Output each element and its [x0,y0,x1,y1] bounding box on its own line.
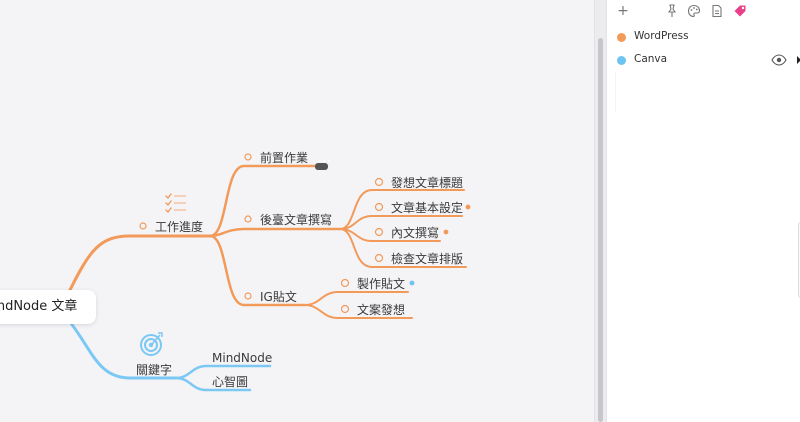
mindmap-canvas[interactable]: ••• MindNode 文章 工作進度 前置作業 後臺文章撰寫 IG貼文 發想… [0,0,594,422]
node-backend-writing[interactable]: 後臺文章撰寫 [260,213,333,227]
node-keywords[interactable]: 關鍵字 [136,363,173,377]
node-backend-child[interactable]: 文章基本設定 [391,201,464,215]
tag-color-dot [617,56,626,65]
node-keyword-child[interactable]: MindNode [212,351,273,365]
eye-icon[interactable] [771,54,787,66]
tag-color-dot [617,33,626,42]
node-backend-child[interactable]: 檢查文章排版 [391,252,464,266]
node-ig-child[interactable]: 製作貼文 [357,277,406,291]
root-node[interactable]: MindNode 文章 [0,290,96,324]
tag-row-canva[interactable]: Canva [607,51,800,71]
node-ig-child[interactable]: 文案發想 [357,303,406,317]
root-node-label: MindNode 文章 [0,299,78,314]
node-keyword-child[interactable]: 心智圖 [212,375,249,389]
pin-icon[interactable] [665,4,679,18]
node-backend-child[interactable]: 內文撰寫 [391,226,440,240]
node-work-progress[interactable]: 工作進度 [155,220,204,234]
divider [615,72,616,112]
mindmap-branches [68,153,471,392]
tag-label: Canva [634,53,668,65]
tag-icon[interactable] [733,4,747,18]
tag-label: WordPress [634,30,689,42]
tags-sidebar: + WordPress Canva [606,0,800,422]
tag-row-wordpress[interactable]: WordPress [607,28,800,48]
scrollbar-thumb[interactable] [598,38,603,422]
sidebar-resize-handle[interactable] [798,222,800,298]
checklist-icon [165,193,186,213]
node-prework[interactable]: 前置作業 [260,151,309,165]
palette-icon[interactable] [687,4,701,18]
target-icon [140,332,163,356]
row-arrow-icon[interactable] [797,56,800,64]
vertical-scrollbar[interactable] [594,0,607,422]
document-icon[interactable] [710,4,724,18]
node-backend-child[interactable]: 發想文章標題 [391,176,464,190]
plus-icon[interactable]: + [617,3,629,19]
node-ig-post[interactable]: IG貼文 [260,290,297,304]
collapsed-more-badge[interactable]: ••• [315,157,331,170]
